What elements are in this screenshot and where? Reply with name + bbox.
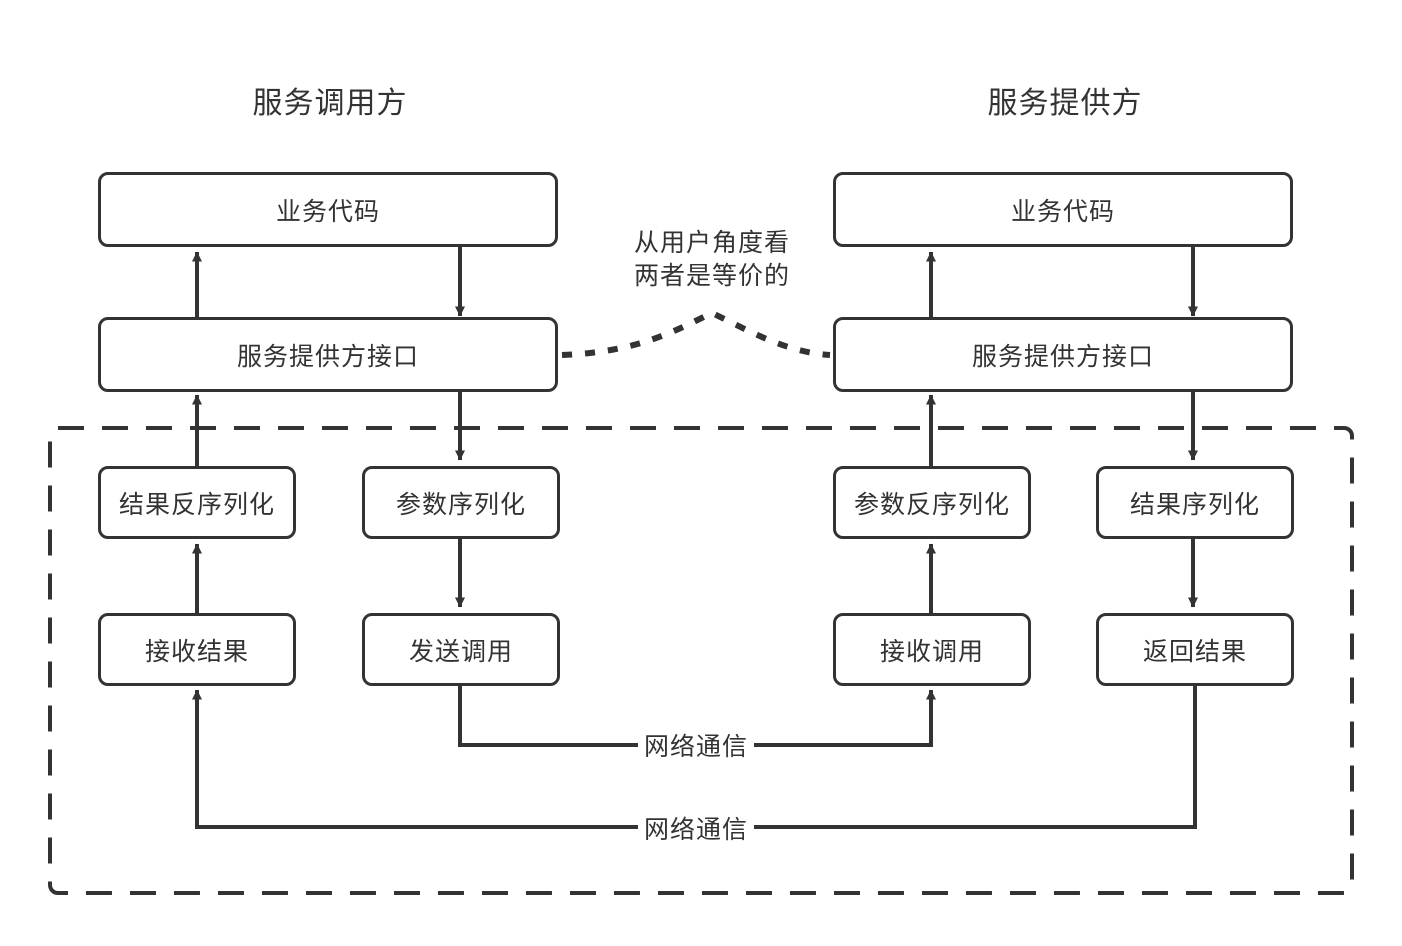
node-left-param-serialize[interactable]: 参数序列化 (362, 466, 560, 539)
column-title-provider: 服务提供方 (987, 87, 1143, 120)
equivalence-note-line1: 从用户角度看 (633, 229, 791, 257)
node-right-receive-call[interactable]: 接收调用 (833, 613, 1031, 686)
node-right-return-result[interactable]: 返回结果 (1096, 613, 1294, 686)
node-right-provider-interface[interactable]: 服务提供方接口 (833, 317, 1293, 392)
column-title-consumer: 服务调用方 (252, 87, 408, 120)
node-right-param-deserialize[interactable]: 参数反序列化 (833, 466, 1031, 539)
node-right-business-code[interactable]: 业务代码 (833, 172, 1293, 247)
edge-label-network-upper: 网络通信 (637, 727, 755, 763)
equivalence-dotted-curve (561, 309, 831, 358)
node-left-business-code[interactable]: 业务代码 (98, 172, 558, 247)
equivalence-note: 从用户角度看 两者是等价的 (634, 227, 790, 293)
node-left-result-deserialize[interactable]: 结果反序列化 (98, 466, 296, 539)
node-left-provider-interface[interactable]: 服务提供方接口 (98, 317, 558, 392)
node-left-receive-result[interactable]: 接收结果 (98, 613, 296, 686)
node-right-result-serialize[interactable]: 结果序列化 (1096, 466, 1294, 539)
node-left-send-call[interactable]: 发送调用 (362, 613, 560, 686)
equivalence-note-line2: 两者是等价的 (633, 262, 791, 290)
edge-label-network-lower: 网络通信 (637, 810, 755, 846)
